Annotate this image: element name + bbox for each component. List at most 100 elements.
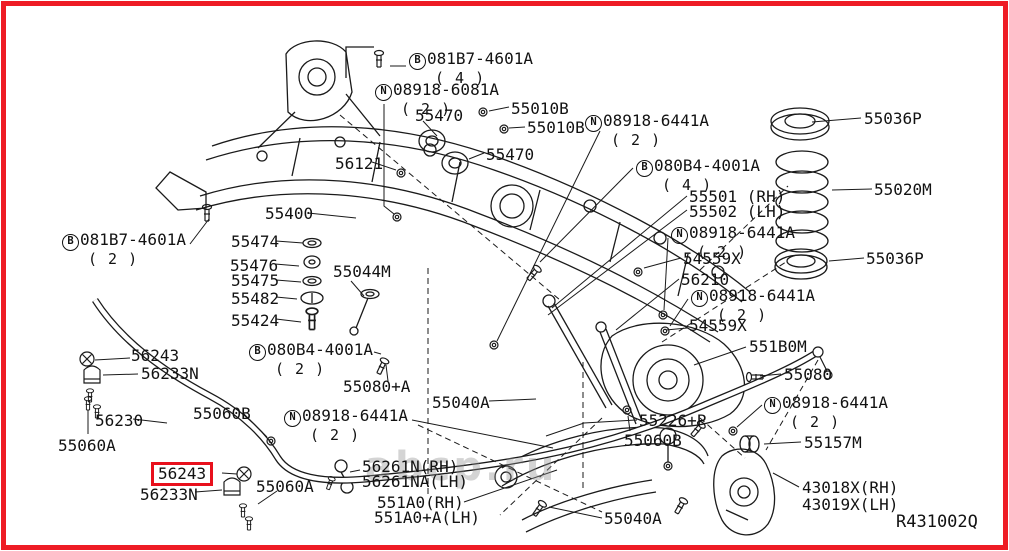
part-label[interactable]: 55482 [231, 290, 279, 307]
quantity-text: ( 2 ) [275, 360, 326, 378]
part-label[interactable]: 55470 [486, 146, 534, 163]
coil-spring-art [770, 107, 830, 280]
part-label[interactable]: 55475 [231, 272, 279, 289]
part-label[interactable]: 56261N(RH) [362, 458, 458, 475]
part-label[interactable]: 55502 (LH) [689, 203, 785, 220]
circled-b-icon: B [249, 344, 266, 361]
part-number-text: 551A0+A(LH) [374, 508, 480, 527]
part-label[interactable]: 43019X(LH) [802, 496, 898, 513]
part-label[interactable]: 55501 (RH) [689, 188, 785, 205]
part-label[interactable]: 55036P [864, 110, 922, 127]
part-number-text: 54559X [683, 249, 741, 268]
part-label[interactable]: 55476 [230, 257, 278, 274]
part-label[interactable]: 56121 [335, 155, 383, 172]
circled-b-icon: B [62, 234, 79, 251]
dashed-lines [339, 114, 819, 516]
part-number-text: 55080 [784, 365, 833, 384]
part-number-text: 56121 [335, 154, 384, 173]
quantity-text: ( 2 ) [611, 131, 662, 149]
part-label[interactable]: 551A0+A(LH) [374, 509, 480, 526]
part-number-text: 55040A [604, 509, 662, 528]
part-label[interactable]: 55060B [193, 405, 251, 422]
part-label[interactable]: 55010B [511, 100, 569, 117]
part-label[interactable]: 56230 [95, 412, 143, 429]
part-label[interactable]: 54559X [689, 317, 747, 334]
part-label[interactable]: 56210 [681, 271, 729, 288]
part-label[interactable]: 55080 [784, 366, 832, 383]
part-number-text: 55060B [193, 404, 251, 423]
circled-n-icon: N [764, 397, 781, 414]
part-label[interactable]: 56233N [140, 486, 198, 503]
part-number-text: 55036P [864, 109, 922, 128]
part-number-text: 43019X(LH) [802, 495, 899, 514]
part-number-text: 08918-6081A [393, 80, 499, 99]
highlighted-part-label[interactable]: 56243 [151, 462, 214, 487]
part-label[interactable]: 55060A [58, 437, 116, 454]
quantity-text: ( 2 ) [88, 250, 139, 268]
circled-n-icon: N [375, 84, 392, 101]
part-label[interactable]: 55040A [604, 510, 662, 527]
part-number-text: 081B7-4601A [80, 230, 186, 249]
quantity-text: ( 4 ) [662, 176, 713, 194]
circled-n-icon: N [691, 290, 708, 307]
part-label[interactable]: 55157M [804, 434, 862, 451]
quantity-text: ( 2 ) [697, 243, 748, 261]
part-number-text: 551A0(RH) [377, 493, 464, 512]
part-number-text: 55060B [624, 431, 682, 450]
part-label[interactable]: 55470 [415, 107, 463, 124]
part-number-text: 56230 [95, 411, 144, 430]
part-number-text: 08918-6441A [709, 286, 815, 305]
part-number-text: 08918-6441A [782, 393, 888, 412]
part-label[interactable]: 54559X [683, 250, 741, 267]
part-number-text: 55482 [231, 289, 280, 308]
part-label[interactable]: 56233N [141, 365, 199, 382]
part-number-text: 55080+A [343, 377, 411, 396]
part-label[interactable]: 56261NA(LH) [362, 473, 468, 490]
part-number-text: 55036P [866, 249, 924, 268]
part-label[interactable]: 55474 [231, 233, 279, 250]
part-label[interactable]: 55060B [624, 432, 682, 449]
part-label[interactable]: 55060A [256, 478, 314, 495]
part-label[interactable]: 55044M [333, 263, 391, 280]
part-label[interactable]: 55080+A [343, 378, 410, 395]
part-number-text: 55474 [231, 232, 280, 251]
watermark: abcp.ru [365, 444, 558, 490]
part-label[interactable]: 55020M [874, 181, 932, 198]
part-label[interactable]: 43018X(RH) [802, 479, 898, 496]
circled-b-icon: B [636, 160, 653, 177]
part-number-text: 55010B [527, 118, 585, 137]
part-label[interactable]: 55226+P [639, 412, 706, 429]
quantity-text: ( 2 ) [401, 100, 452, 118]
part-number-text: 55226+P [639, 411, 707, 430]
part-label[interactable]: 55424 [231, 312, 279, 329]
part-label[interactable]: 55010B [527, 119, 585, 136]
part-label[interactable]: 55036P [866, 250, 924, 267]
part-number-text: 08918-6441A [302, 406, 408, 425]
part-label[interactable]: 551B0M [749, 338, 807, 355]
part-number-text: 55400 [265, 204, 314, 223]
part-label[interactable]: 551A0(RH) [377, 494, 464, 511]
part-number-text: 56233N [140, 485, 198, 504]
part-label[interactable]: 56243 [131, 347, 179, 364]
part-label[interactable]: 55040A [432, 394, 490, 411]
part-number-text: 55476 [230, 256, 279, 275]
part-number-text: 081B7-4601A [427, 49, 533, 68]
circled-b-icon: B [409, 53, 426, 70]
part-number-text: 55475 [231, 271, 280, 290]
part-number-text: 080B4-4001A [654, 156, 760, 175]
part-label[interactable]: 55400 [265, 205, 313, 222]
part-number-text: 55040A [432, 393, 490, 412]
